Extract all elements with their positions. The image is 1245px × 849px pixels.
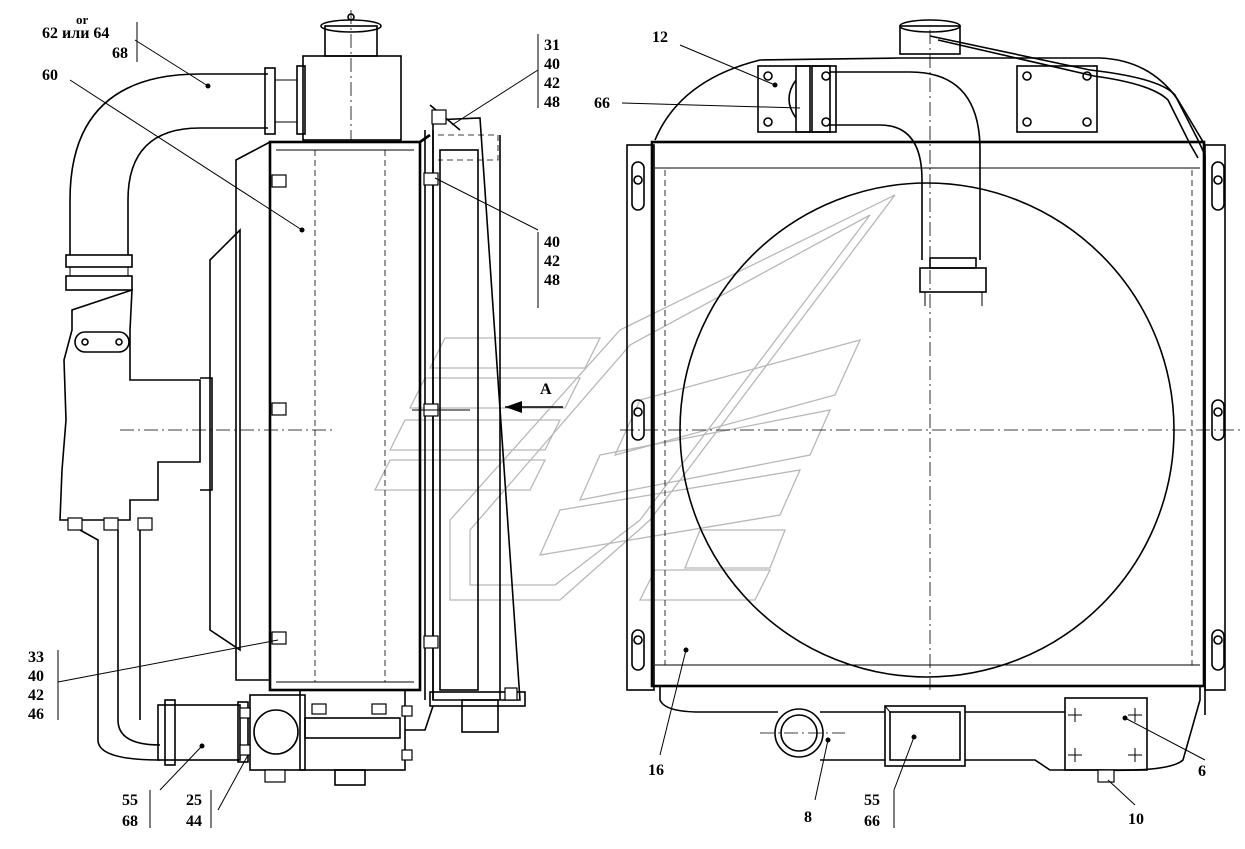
radiator-tank	[235, 130, 434, 700]
lower-tank	[659, 686, 1201, 783]
callout-hose-low-2: 68	[122, 813, 138, 830]
view-arrow-label: A	[540, 381, 552, 398]
labels: or 62 или 64 68 60 31 40 42 48 40 42 48 …	[28, 12, 1206, 830]
callout-fan-mid-3: 48	[544, 272, 560, 289]
callout-plate: 6	[1198, 763, 1206, 780]
callout-body: 60	[42, 67, 58, 84]
callout-coupling-2: 66	[864, 813, 880, 830]
callout-fan-top-3: 42	[544, 75, 560, 92]
callout-pipe-top-2: 68	[112, 45, 128, 62]
callout-fan-top-1: 31	[544, 37, 560, 54]
callout-fan-mid-1: 40	[544, 234, 560, 251]
upper-pipe	[65, 65, 306, 291]
tank-outline	[654, 57, 1206, 146]
callout-clamp-low-1: 25	[186, 792, 202, 809]
callout-fan-top-4: 48	[544, 94, 560, 111]
view-arrow-a: A	[412, 381, 563, 413]
callout-pipe-top-note: or	[76, 12, 89, 27]
fin-section	[429, 104, 526, 733]
callout-lower-bolts-3: 42	[28, 687, 44, 704]
callout-hose-low-1: 55	[122, 792, 138, 809]
upper-hose-front	[788, 65, 987, 306]
callout-bars-left	[57, 22, 539, 828]
callout-fan-mid-2: 42	[544, 253, 560, 270]
mount-bracket-right	[1016, 65, 1098, 133]
watermark-logo	[373, 194, 896, 601]
leaders-right	[621, 44, 1206, 828]
callout-core: 16	[648, 762, 664, 779]
callout-bracket: 12	[652, 29, 668, 46]
callout-outlet: 8	[804, 809, 812, 826]
fan-shroud	[59, 228, 241, 652]
overflow-tube	[929, 35, 1206, 715]
radiator-core	[650, 140, 1206, 688]
lower-pipes	[79, 529, 434, 786]
front-view	[620, 19, 1240, 828]
callout-lower-bolts-2: 40	[28, 668, 44, 685]
callout-coupling-1: 55	[864, 792, 880, 809]
callout-lower-bolts-4: 46	[28, 706, 44, 723]
mount-bracket-left	[757, 65, 837, 133]
callout-fan-top-2: 40	[544, 56, 560, 73]
callout-pipe-top-1: 62 или 64	[42, 25, 109, 42]
leaders-left	[57, 39, 539, 811]
callout-hose-clamp: 66	[594, 95, 610, 112]
filler-neck	[302, 13, 402, 141]
callout-drain: 10	[1128, 811, 1144, 828]
callout-clamp-low-2: 44	[186, 813, 202, 830]
bolts-left	[67, 109, 518, 701]
callout-lower-bolts-1: 33	[28, 649, 44, 666]
side-view: A	[57, 10, 563, 828]
